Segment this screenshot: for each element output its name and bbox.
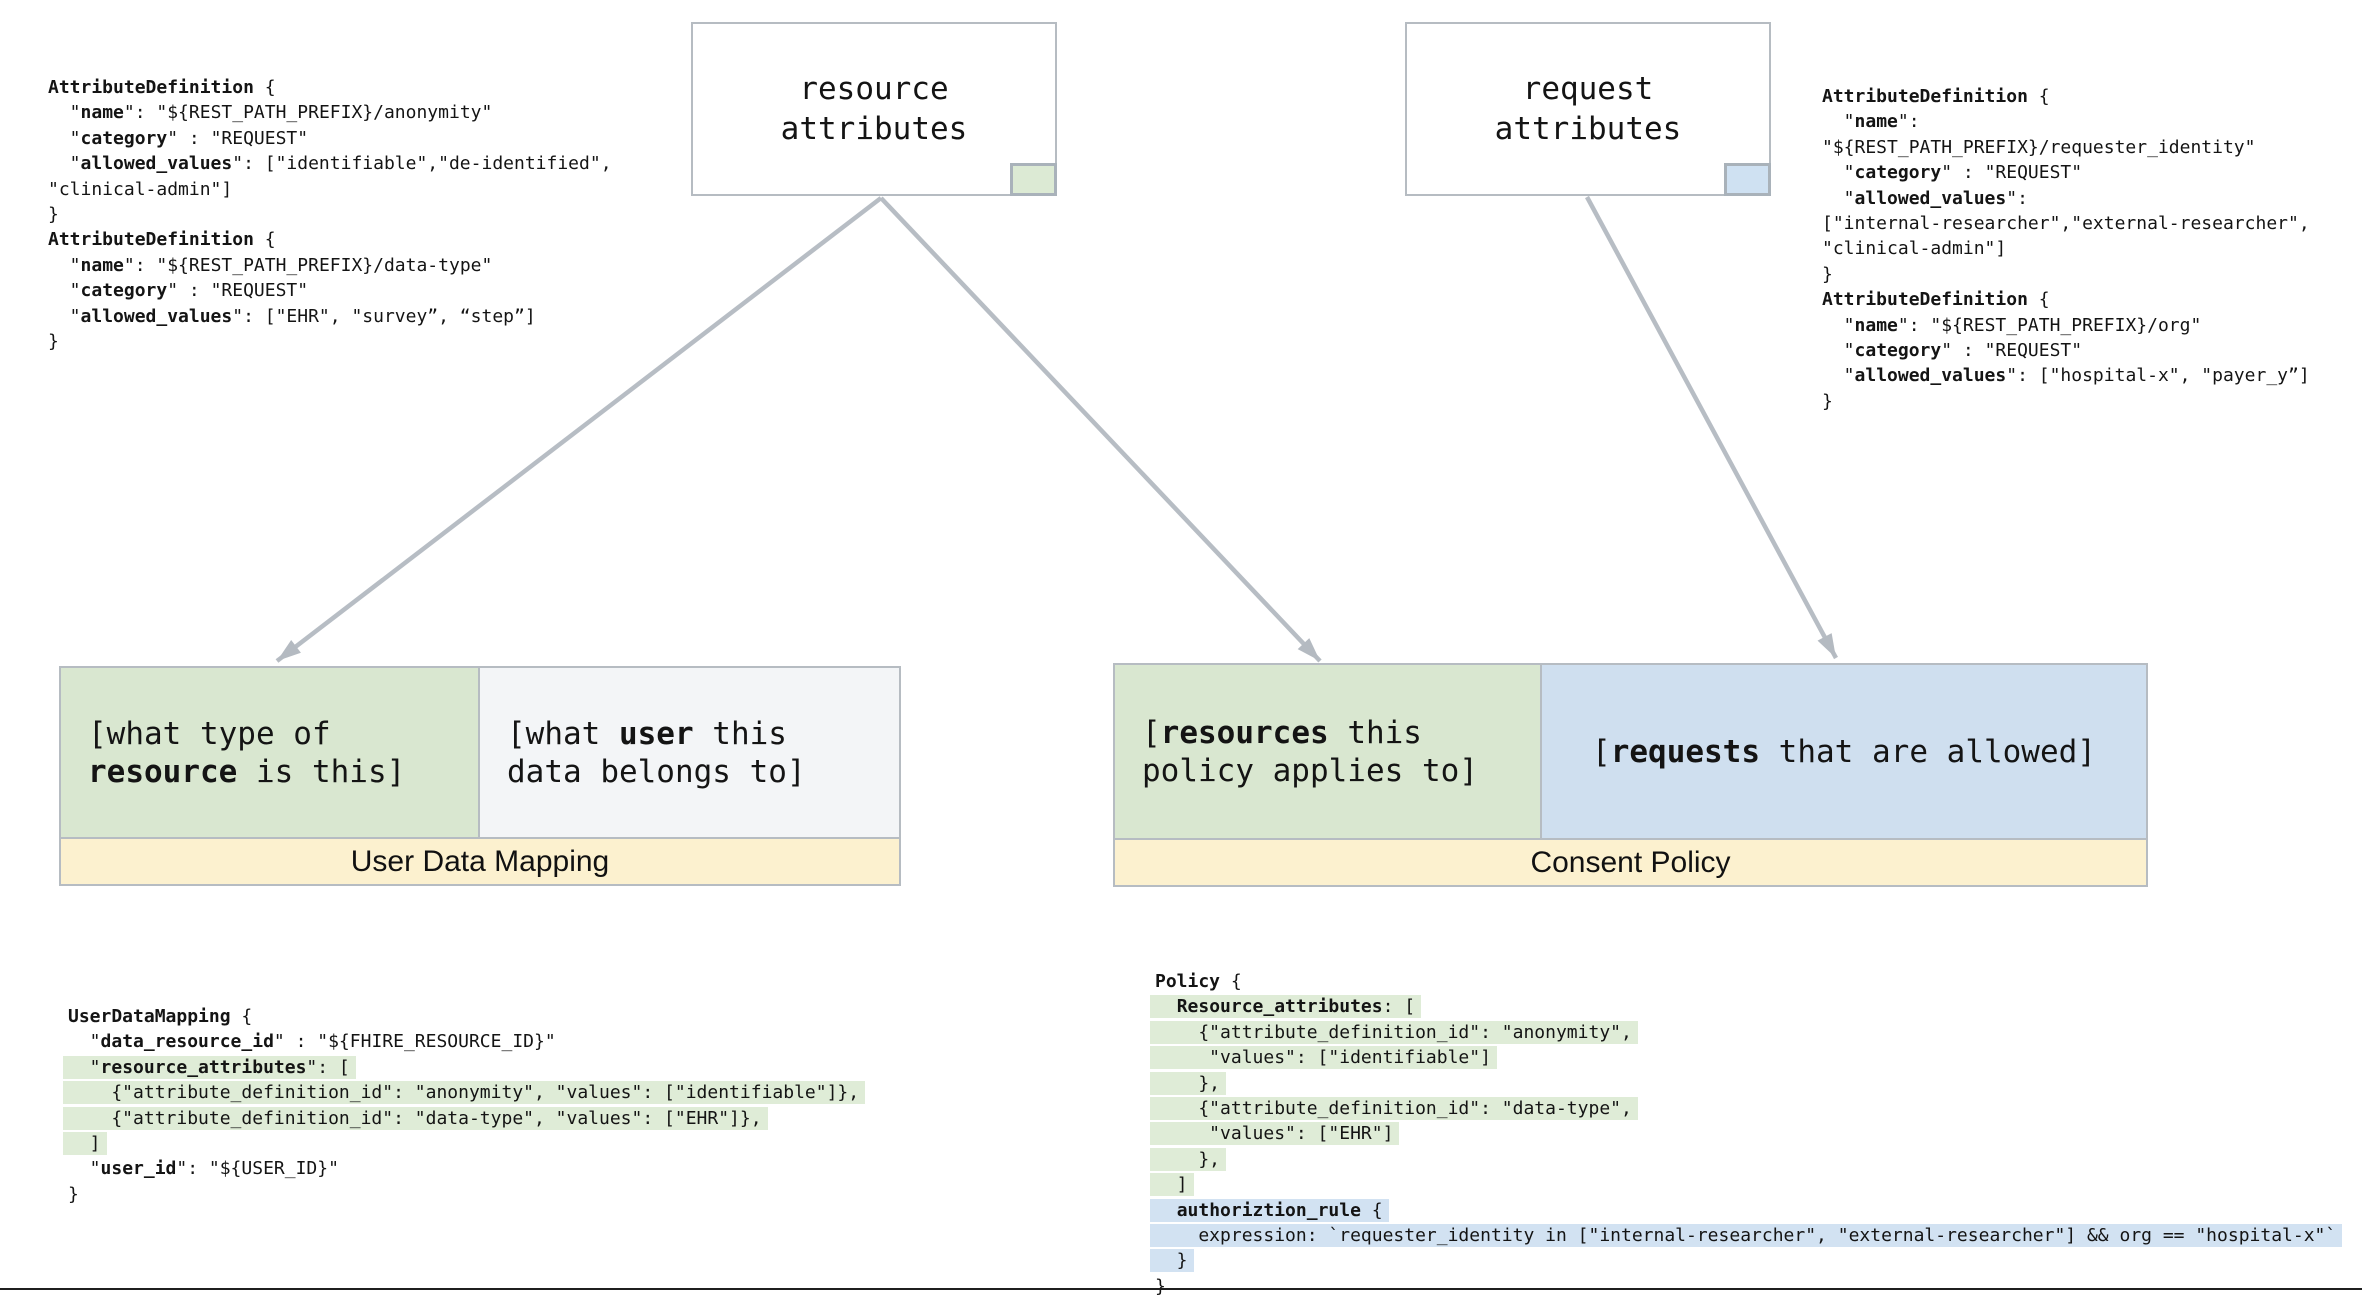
request-attributes-box: request attributes <box>1405 22 1771 196</box>
code-line: "values": ["EHR"] <box>1150 1121 2342 1146</box>
cell-text-line: [what user this <box>507 715 787 752</box>
code-line: {"attribute_definition_id": "data-type",… <box>63 1106 865 1131</box>
code-line: {"attribute_definition_id": "anonymity", <box>1150 1020 2342 1045</box>
code-line: "name": "${REST_PATH_PREFIX}/org" <box>1822 314 2202 336</box>
code-line: } <box>1155 1275 1166 1297</box>
code-line: "allowed_values": ["EHR", "survey”, “ste… <box>48 305 536 327</box>
arrow-request-to-consent-policy <box>1585 195 1838 660</box>
code-line: {"attribute_definition_id": "anonymity",… <box>63 1080 866 1105</box>
cell-text-line: [resources this <box>1142 714 1422 751</box>
code-line: "category" : "REQUEST" <box>48 127 309 149</box>
code-line: "name": <box>1822 111 1920 133</box>
code-line: ] <box>1150 1172 2342 1197</box>
consent-requests-cell: [requests that are allowed] <box>1542 665 2146 838</box>
code-line: "resource_attributes": [ <box>63 1055 865 1080</box>
code-line: ] <box>63 1131 865 1156</box>
cell-text-line: [requests that are allowed] <box>1592 733 2096 770</box>
resource-attribute-definitions-code: AttributeDefinition { "name": "${REST_PA… <box>48 75 612 354</box>
code-line: "category" : "REQUEST" <box>48 280 309 302</box>
code-line: "category" : "REQUEST" <box>1822 340 2083 362</box>
arrow-resource-to-consent-policy <box>879 196 1322 663</box>
request-attribute-definitions-code: AttributeDefinition { "name": "${REST_PAT… <box>1822 84 2310 414</box>
code-line: expression: `requester_identity in ["int… <box>1150 1223 2343 1248</box>
code-line: "${REST_PATH_PREFIX}/requester_identity" <box>1822 136 2256 158</box>
cell-text-line: [what type of <box>88 715 331 752</box>
user-data-mapping-code: UserDataMapping { "data_resource_id" : "… <box>63 1004 866 1207</box>
request-attributes-label: request attributes <box>1494 71 1682 147</box>
code-line: "name": "${REST_PATH_PREFIX}/data-type" <box>48 254 493 276</box>
code-line: authoriztion_rule { <box>1150 1198 2342 1223</box>
code-line: "allowed_values": ["hospital-x", "payer_… <box>1822 365 2310 387</box>
code-line: } <box>1822 390 1833 412</box>
code-line: "name": "${REST_PATH_PREFIX}/anonymity" <box>48 102 493 124</box>
code-line: AttributeDefinition { <box>1822 86 2050 107</box>
code-line: Policy { <box>1155 971 1242 992</box>
user-data-mapping-title: User Data Mapping <box>61 837 899 884</box>
code-line: "clinical-admin"] <box>1822 238 2007 260</box>
resource-attributes-box: resource attributes <box>691 22 1057 196</box>
code-line: } <box>48 331 59 353</box>
cell-text-line: data belongs to] <box>507 753 806 790</box>
code-line: } <box>48 204 59 226</box>
code-line: } <box>1150 1248 2342 1273</box>
code-line: } <box>68 1183 79 1205</box>
code-line: "allowed_values": <box>1822 187 2028 209</box>
code-line: "clinical-admin"] <box>48 178 233 200</box>
resource-attributes-label: resource attributes <box>780 71 968 147</box>
policy-code: Policy { Resource_attributes: [ {"attrib… <box>1150 969 2343 1299</box>
cell-text-line: resource is this] <box>88 753 406 790</box>
code-line: "data_resource_id" : "${FHIRE_RESOURCE_I… <box>68 1031 556 1053</box>
code-line: } <box>1822 263 1833 285</box>
code-line: ["internal-researcher","external-researc… <box>1822 213 2310 235</box>
cell-text-line: policy applies to] <box>1142 752 1478 789</box>
code-line: "category" : "REQUEST" <box>1822 162 2083 184</box>
code-line: "user_id": "${USER_ID}" <box>68 1158 339 1180</box>
code-line: Resource_attributes: [ <box>1150 994 2342 1019</box>
page-bottom-edge <box>0 1288 2362 1290</box>
code-line: AttributeDefinition { <box>1822 289 2050 311</box>
code-line: UserDataMapping { <box>68 1006 253 1027</box>
code-line: AttributeDefinition { <box>48 229 276 251</box>
blue-corner-swatch <box>1724 163 1771 196</box>
code-line: "allowed_values": ["identifiable","de-id… <box>48 153 612 175</box>
code-line: "values": ["identifiable"] <box>1150 1045 2342 1070</box>
green-corner-swatch <box>1010 163 1057 196</box>
consent-policy-title: Consent Policy <box>1115 838 2146 885</box>
code-line: }, <box>1150 1071 2342 1096</box>
code-line: }, <box>1150 1147 2342 1172</box>
code-line: {"attribute_definition_id": "data-type", <box>1150 1096 2342 1121</box>
code-line: AttributeDefinition { <box>48 77 276 98</box>
